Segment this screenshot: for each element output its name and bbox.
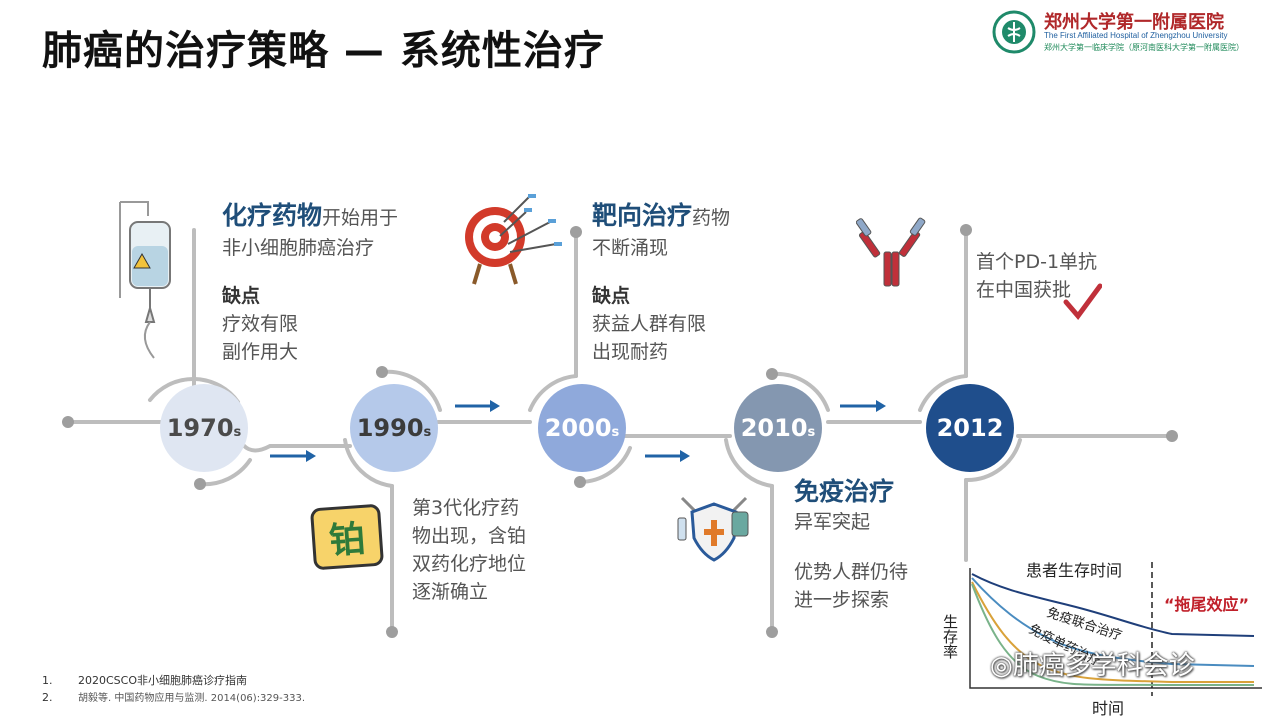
immuno-line: 进一步探索 [794,589,890,611]
chemo-rest: 开始用于 [322,207,399,229]
curve-combo [971,573,1255,637]
targeted-highlight: 靶向治疗 [592,201,693,230]
checkmark-icon [1063,283,1102,321]
timeline-arc [724,438,774,488]
third-gen-line: 物出现，含铂 [412,525,527,547]
timeline-dot [376,366,388,378]
timeline-arc [964,438,1022,483]
era-suffix: s [611,424,620,440]
era-suffix: s [233,424,242,440]
pd1-line: 首个PD-1单抗 [976,251,1098,273]
chemo-drawback-label: 缺点 [222,285,261,307]
page-title: 肺癌的治疗策略 — 系统性治疗 [42,28,605,74]
watermark: ◎肺癌多学科会诊 [990,645,1195,682]
timeline-arc [770,371,830,412]
third-gen-line: 双药化疗地位 [412,553,527,575]
reference-text: 2020CSCO非小细胞肺癌诊疗指南 [78,674,247,687]
chart-title: 患者生存时间 [1026,561,1122,580]
pd1-block: 首个PD-1单抗 在中国获批 [976,248,1097,304]
references: 1. 2020CSCO非小细胞肺癌诊疗指南 2. 胡毅等. 中国药物应用与监测. 2… [42,672,305,707]
timeline-dot [766,368,778,380]
immuno-highlight: 免疫治疗 [794,477,895,506]
chemo-drawback: 疗效有限 [222,313,299,335]
timeline-dot [574,476,586,488]
era-year: 1990 [356,414,424,442]
timeline-segment [234,428,352,453]
era-suffix: s [807,424,816,440]
targeted-line2: 不断涌现 [592,237,669,259]
immuno-block: 免疫治疗 异军突起 优势人群仍待 进一步探索 [794,478,908,614]
curve-mono [971,577,1255,667]
timeline-dot [570,226,582,238]
targeted-block: 靶向治疗药物 不断涌现 缺点 获益人群有限 出现耐药 [592,202,730,366]
targeted-rest: 药物 [692,207,731,229]
timeline-dot [766,626,778,638]
timeline-arc [918,374,968,412]
chemo-block: 化疗药物开始用于 非小细胞肺癌治疗 缺点 疗效有限 副作用大 [222,202,398,366]
survival-chart: 患者生存时间 免疫联合治疗 免疫单药治疗 “拖尾效应” 生存率 时间 [942,561,1262,718]
immune-shield-icon [677,496,749,562]
chart-ylabel: 生存率 [942,614,959,659]
immuno-line2: 异军突起 [794,511,871,533]
era-year: 2010 [740,414,808,442]
antibody-icon [856,217,926,287]
third-gen-block: 第3代化疗药 物出现，含铂 双药化疗地位 逐渐确立 [412,494,526,606]
third-gen-line: 第3代化疗药 [412,497,520,519]
era-suffix: s [423,424,432,440]
timeline-arc [528,374,578,412]
curve-chemo [971,581,1254,683]
timeline-arc [578,446,632,484]
targeted-drawback: 获益人群有限 [592,313,707,335]
reference-num: 1. [42,674,53,687]
wechat-icon: ◎ [990,651,1013,681]
curve-other [971,583,1254,686]
timeline-dot [1166,430,1178,442]
chemo-highlight: 化疗药物 [222,201,323,230]
chemo-line2: 非小细胞肺癌治疗 [222,237,375,259]
chart-axes [969,568,1262,689]
targeted-drawback: 出现耐药 [592,341,669,363]
iv-bag-icon [119,201,171,359]
timeline-dot [194,478,206,490]
reference-item: 2. 胡毅等. 中国药物应用与监测. 2014(06):329-333. [42,689,305,707]
chart-xlabel: 时间 [1092,699,1124,718]
hospital-seal-icon [992,10,1036,54]
platinum-icon: 铂 [309,503,385,571]
pd1-line: 在中国获批 [976,279,1072,301]
logo-subtitle: 郑州大学第一临床学院（原河南医科大学第一附属医院） [1044,43,1244,52]
third-gen-line: 逐渐确立 [412,581,489,603]
reference-item: 1. 2020CSCO非小细胞肺癌诊疗指南 [42,672,305,689]
targeted-drawback-label: 缺点 [592,285,631,307]
target-icon [465,194,562,285]
watermark-text: 肺癌多学科会诊 [1012,651,1195,681]
reference-text: 胡毅等. 中国药物应用与监测. 2014(06):329-333. [78,693,306,704]
logo-name-en: The First Affiliated Hospital of Zhengzh… [1044,31,1228,40]
era-year: 2000 [544,414,612,442]
timeline-arc [380,369,442,412]
logo-name-cn: 郑州大学第一附属医院 [1044,12,1224,33]
era-circle-2012: 2012 [926,384,1014,472]
reference-num: 2. [42,691,53,704]
tail-effect-annotation: “拖尾效应” [1164,595,1249,614]
timeline-dot [960,224,972,236]
chemo-drawback: 副作用大 [222,341,299,363]
timeline-dot [62,416,74,428]
era-year: 1970 [166,414,234,442]
era-year: 2012 [936,414,1004,442]
timeline-arc [343,438,394,488]
immuno-line: 优势人群仍待 [794,561,909,583]
hospital-logo: 郑州大学第一附属医院 The First Affiliated Hospital… [986,6,1276,56]
timeline-dot [386,626,398,638]
